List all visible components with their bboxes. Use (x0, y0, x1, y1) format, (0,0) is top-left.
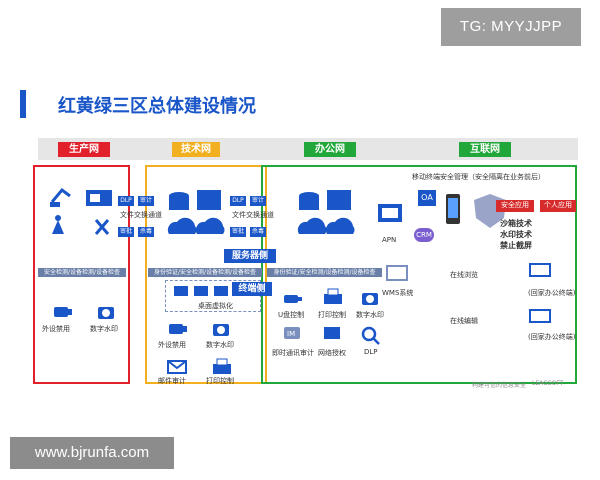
zone-tab-technical: 技术网 (172, 142, 220, 157)
server-cloud-icons (167, 190, 225, 234)
office-band: 身份验证/安全检测/设备检测/设备检查 (267, 268, 382, 277)
production-band: 安全检测/设备检测/设备检查 (38, 268, 126, 277)
wms-label: WMS系统 (382, 289, 414, 297)
printer-icon (213, 358, 231, 374)
watermark-tech-label: 水印技术 (500, 230, 532, 239)
crm-icon: CRM (414, 228, 434, 242)
usb-icon (54, 307, 72, 317)
search-icon (361, 326, 380, 345)
camera-icon (98, 307, 114, 319)
wms-icon (386, 265, 408, 281)
exchange2-dlp: DLP (230, 196, 246, 206)
footer-right: LEAGSOFT (532, 380, 564, 387)
office-dlp-label: DLP (364, 348, 378, 356)
zone-office-internet (261, 165, 577, 384)
personal-app-button: 个人应用 (540, 200, 576, 212)
page-title: 红黄绿三区总体建设情况 (58, 96, 256, 117)
zone-tab-internet: 互联网 (459, 142, 511, 157)
mobile-mgmt-label: 移动终端安全管理（安全隔离在业务前后） (412, 173, 545, 181)
robot-arm-icons (50, 187, 112, 235)
technical-peripheral-label: 外设禁用 (158, 341, 186, 349)
client-side-label: 终端侧 (232, 282, 272, 296)
camera-icon (213, 324, 229, 336)
technical-band: 身份验证/安全检测/设备检测/设备检查 (148, 268, 262, 277)
usb-icon (169, 324, 187, 334)
exchange1-approve: 审批 (118, 227, 134, 237)
zone-tab-production: 生产网 (58, 142, 110, 157)
exchange1-dlp: DLP (118, 196, 134, 206)
home-terminal-label-1: (回家办公终端) (528, 289, 576, 297)
exchange2-antivirus: 杀毒 (250, 227, 266, 237)
technical-print-label: 打印控制 (206, 377, 234, 385)
office-network-label: 网络授权 (318, 349, 346, 357)
mail-icon (167, 360, 187, 374)
zone-technical (145, 165, 267, 384)
network-icon (324, 327, 340, 339)
printer-icon (324, 288, 342, 304)
exchange1-audit: 审计 (138, 196, 154, 206)
exchange1-antivirus: 杀毒 (138, 227, 154, 237)
home-terminal-icon (529, 263, 551, 277)
office-print-label: 打印控制 (318, 311, 346, 319)
technical-watermark-label: 数字水印 (206, 341, 234, 349)
online-edit-label: 在线编辑 (450, 317, 478, 325)
svg-text:IM: IM (287, 330, 295, 338)
zone-tab-office: 办公网 (304, 142, 356, 157)
desktop-virtualization-box (165, 280, 261, 312)
production-watermark-label: 数字水印 (90, 325, 118, 333)
exchange2-approve: 审批 (230, 227, 246, 237)
secure-app-button: 安全应用 (496, 200, 534, 212)
sandbox-label: 沙箱技术 (500, 219, 532, 228)
footer-left: 构建可信的信息安全 (472, 382, 527, 389)
im-icon: IM (284, 327, 300, 339)
no-screenshot-label: 禁止截屏 (500, 241, 532, 250)
office-watermark-label: 数字水印 (356, 311, 384, 319)
watermark-bottom: www.bjrunfa.com (10, 437, 174, 469)
apn-label: APN (382, 236, 397, 244)
camera-icon (362, 293, 378, 305)
usb-drive-icon (284, 295, 302, 303)
zone-production (33, 165, 130, 384)
exchange1-channel: 文件交换通道 (120, 211, 162, 219)
technical-desktop-label: 桌面虚拟化 (198, 302, 233, 310)
slide: 红黄绿三区总体建设情况 生产网 技术网 办公网 互联网 安全检测/设备检测/设备… (20, 80, 581, 396)
oa-icon: OA (418, 190, 436, 206)
office-usb-label: U盘控制 (278, 311, 305, 319)
server-side-label: 服务器侧 (224, 249, 276, 263)
home-terminal-icon (529, 309, 551, 323)
apn-icon (378, 204, 402, 222)
exchange2-audit: 审计 (250, 196, 266, 206)
production-peripheral-label: 外设禁用 (42, 325, 70, 333)
phone-icon (446, 194, 460, 224)
exchange2-channel: 文件交换通道 (232, 211, 274, 219)
home-terminal-label-2: (回家办公终端) (528, 333, 576, 341)
watermark-top: TG: MYYJJPP (441, 8, 581, 46)
title-accent (20, 90, 26, 118)
technical-mail-label: 邮件审计 (158, 377, 186, 385)
online-browse-label: 在线浏览 (450, 271, 478, 279)
office-server-icons (297, 190, 355, 234)
office-im-label: 即时通讯审计 (272, 349, 314, 357)
